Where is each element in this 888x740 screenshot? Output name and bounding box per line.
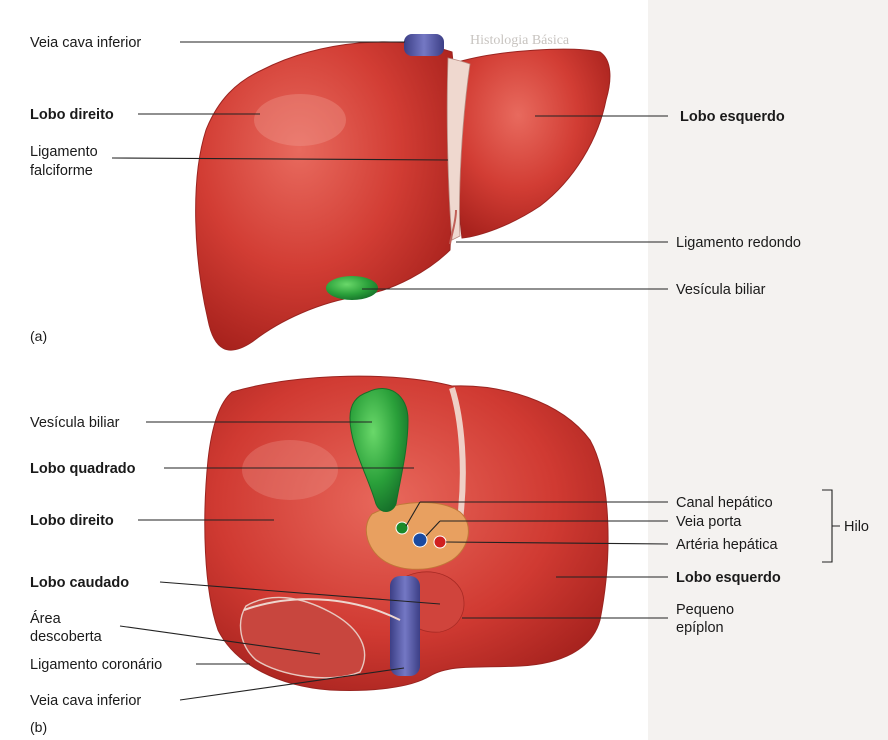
label-b-ligamento-coronario: Ligamento coronário xyxy=(30,657,162,673)
label-b-canal-hepatico: Canal hepático xyxy=(676,495,773,511)
label-b-arteria-hepatica: Artéria hepática xyxy=(676,537,778,553)
label-a-ligamento-falciforme-1: Ligamento xyxy=(30,144,98,160)
label-a-ligamento-redondo: Ligamento redondo xyxy=(676,235,801,251)
label-b-veia-cava-inferior: Veia cava inferior xyxy=(30,693,141,709)
hepatic-artery-marker xyxy=(434,536,446,548)
label-b-lobo-caudado: Lobo caudado xyxy=(30,575,129,591)
label-a-veia-cava-inferior: Veia cava inferior xyxy=(30,35,141,51)
liver-a-left-lobe xyxy=(457,49,610,238)
vena-cava-a xyxy=(404,34,444,56)
bile-duct-marker xyxy=(396,522,408,534)
label-b-lobo-direito: Lobo direito xyxy=(30,513,114,529)
gallbladder-a xyxy=(326,276,378,300)
liver-b-highlight xyxy=(242,440,338,500)
label-b-lobo-quadrado: Lobo quadrado xyxy=(30,461,136,477)
label-a-lobo-direito: Lobo direito xyxy=(30,107,114,123)
label-b-area-descoberta-1: Área xyxy=(30,610,62,627)
liver-a-highlight xyxy=(254,94,346,146)
portal-vein-marker xyxy=(413,533,427,547)
label-a-vesicula-biliar: Vesícula biliar xyxy=(676,282,766,298)
label-b-lobo-esquerdo: Lobo esquerdo xyxy=(676,570,781,586)
label-a-lobo-esquerdo: Lobo esquerdo xyxy=(680,109,785,125)
liver-a-right-lobe xyxy=(196,42,455,350)
label-b-vesicula-biliar: Vesícula biliar xyxy=(30,415,120,431)
panel-a-label: (a) xyxy=(30,328,47,344)
vena-cava-b xyxy=(390,576,420,676)
label-b-area-descoberta-2: descoberta xyxy=(30,629,103,645)
label-b-pequeno-epiplon-2: epíplon xyxy=(676,620,724,636)
label-b-pequeno-epiplon-1: Pequeno xyxy=(676,602,734,618)
background-heading: Histologia Básica xyxy=(470,33,570,48)
label-a-ligamento-falciforme-2: falciforme xyxy=(30,163,93,179)
label-b-hilo: Hilo xyxy=(844,519,869,535)
label-b-veia-porta: Veia porta xyxy=(676,514,742,530)
panel-b-label: (b) xyxy=(30,719,47,735)
